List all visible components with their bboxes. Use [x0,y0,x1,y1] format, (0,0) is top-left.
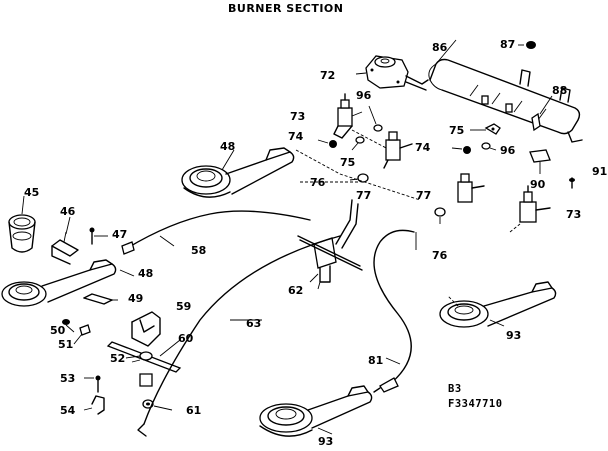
burner-93-bottom [259,385,373,437]
bracket-59 [131,311,161,347]
label-74-right: 74 [415,141,431,154]
tube-fitting-81 [373,377,399,393]
label-72: 72 [320,69,335,82]
washer-74-right [451,146,471,154]
label-96-right: 96 [500,144,516,157]
burner-48-left [1,259,117,307]
valve-77-upper [383,131,413,169]
washer-50 [62,319,70,325]
bracket-90 [529,149,551,174]
label-73-upper: 73 [290,110,305,123]
pressure-regulator [355,55,429,91]
label-96-upper: 96 [356,89,372,102]
label-54: 54 [60,404,76,417]
screw-47 [89,227,95,245]
label-47: 47 [112,228,127,241]
valve-77-lower [457,173,485,203]
label-61: 61 [186,404,201,417]
burner-cap-45 [8,214,36,253]
label-52: 52 [110,352,125,365]
clip-54 [91,395,105,415]
tube-63-end [137,423,147,437]
label-50: 50 [50,324,66,337]
label-87: 87 [500,38,515,51]
pilot-tube-58 [123,210,311,251]
label-91: 91 [592,165,607,178]
label-73-lower: 73 [566,208,581,221]
label-77-upper: 77 [356,189,371,202]
label-63: 63 [246,317,261,330]
pilot-bracket-62 [297,199,363,283]
label-88: 88 [552,84,567,97]
label-74-upper: 74 [288,130,304,143]
washer-74-upper [317,139,337,148]
burner-93-right [439,281,557,328]
clip-49 [83,293,118,305]
nut-76-upper [349,173,369,183]
burner-48-top [181,147,295,198]
tube-63 [143,235,341,425]
tube-81 [373,229,415,385]
screw-53 [95,375,101,393]
label-86: 86 [432,41,448,54]
label-90: 90 [530,178,546,191]
diagram-code-line1: B3 [448,383,462,395]
label-75-upper: 75 [340,156,355,169]
label-77-lower: 77 [416,189,431,202]
label-62: 62 [288,284,303,297]
label-53: 53 [60,372,75,385]
leader-lines [21,39,505,435]
screw-91 [569,177,575,189]
label-76-upper: 76 [310,176,326,189]
orifice-75-upper [351,136,365,151]
screw-88 [531,95,553,132]
diagram-title: BURNER SECTION [228,2,343,15]
clip-96-upper [368,105,383,132]
label-93-bottom: 93 [318,435,333,448]
tube-fitting-58 [121,241,135,255]
label-59: 59 [176,300,191,313]
valve-73-lower [509,185,551,233]
diagram-code-line2: F3347710 [448,398,503,410]
nut-87 [518,41,536,49]
label-48-left: 48 [138,267,153,280]
label-45: 45 [24,186,39,199]
label-76-lower: 76 [432,249,448,262]
label-48-top: 48 [220,140,235,153]
label-75-right: 75 [449,124,464,137]
orifice-51 [79,324,91,336]
label-51: 51 [58,338,73,351]
nut-76-lower [434,207,446,224]
label-93-right: 93 [506,329,521,342]
label-49: 49 [128,292,143,305]
label-58: 58 [191,244,206,257]
part-labels: 45 46 47 48 48 49 50 51 52 53 54 58 59 6… [24,38,607,448]
label-60: 60 [178,332,194,345]
clip-96-right [481,142,497,151]
valve-73-upper [333,93,391,151]
label-81: 81 [368,354,383,367]
fitting-52 [131,351,153,387]
orifice-75-right [470,123,501,135]
label-46: 46 [60,205,76,218]
alignment-line-upper [295,149,421,201]
clip-46 [51,231,79,265]
